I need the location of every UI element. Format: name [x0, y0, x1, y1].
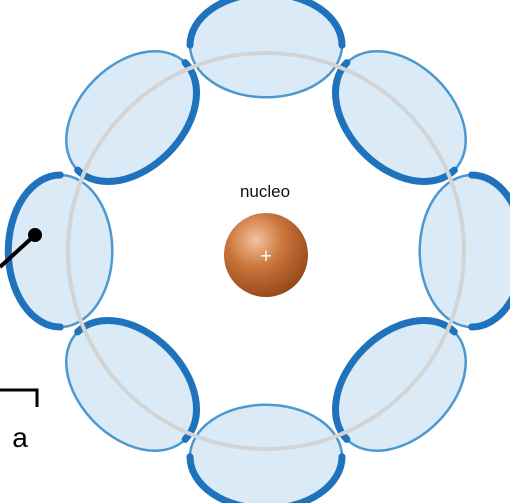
orbit-circle: [66, 51, 466, 451]
wave-lobe: [332, 50, 467, 185]
nucleus: +: [224, 213, 308, 297]
wave-lobe: [65, 317, 200, 452]
nucleus-sphere: [224, 213, 308, 297]
wave-lobe: [186, 403, 346, 503]
wave-lobe-body: [188, 0, 344, 99]
wave-lobe: [186, 0, 346, 99]
leader-line: [0, 233, 37, 269]
wave-crest-arc: [74, 317, 200, 443]
leader-dot: [28, 228, 42, 242]
wave-lobe: [4, 171, 114, 331]
wave-crest-arc: [332, 59, 458, 185]
wave-crest-arc: [186, 453, 346, 503]
wave-crest-arc: [4, 171, 64, 331]
wave-crest-arc: [332, 317, 458, 443]
wave-lobe: [332, 317, 467, 452]
wave-crest-arc: [186, 0, 346, 49]
nucleus-charge-sign: +: [259, 246, 272, 265]
partial-annotation-label: a: [12, 422, 28, 453]
wave-crest-arc: [74, 59, 200, 185]
wave-lobe-body: [188, 403, 344, 503]
nucleus-label: nucleo: [240, 182, 290, 201]
annotation-bracket: a: [0, 388, 39, 453]
standing-wave-lobes: [4, 0, 510, 503]
wave-crest-arc: [468, 171, 510, 331]
label-bracket: [0, 388, 39, 407]
annotation-pointer: [0, 228, 42, 269]
